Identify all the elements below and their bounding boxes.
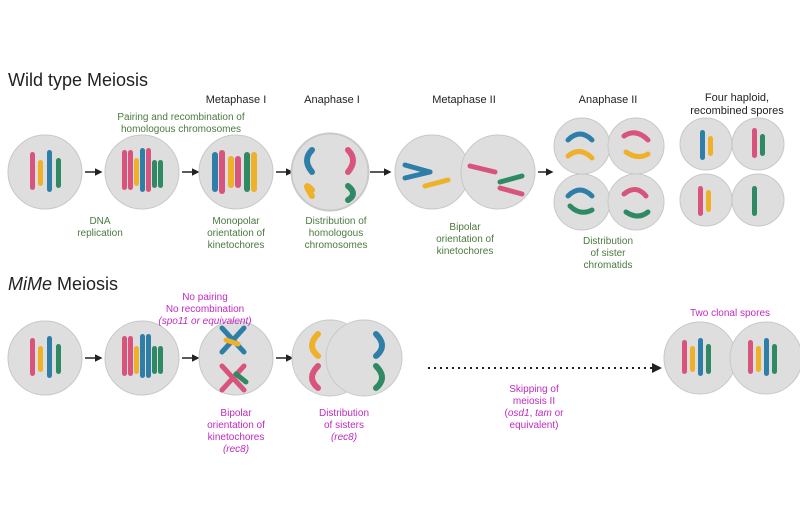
wt-cell-metaphase1 [198, 134, 274, 210]
header-anaphase2: Anaphase II [578, 94, 638, 106]
mime-title-rest: Meiosis [52, 274, 119, 294]
label-no-recombination: No recombination [165, 304, 245, 315]
label-dist-sisters-line2: of sisters [323, 420, 364, 431]
label-two-clonal: Two clonal spores [689, 308, 771, 319]
label-dna-line1: DNA [89, 216, 111, 227]
label-dist-sister-line1: Distribution [582, 236, 634, 247]
label-pairing-line2: homologous chromosomes [120, 124, 242, 135]
label-dist-homologous-line2: homologous [308, 228, 364, 239]
mime-cell-metaphase [198, 320, 274, 396]
header-metaphase2: Metaphase II [432, 94, 496, 106]
label-skipping-genes: (osd1, tam or [504, 408, 564, 419]
label-bipolar-wt-line1: Bipolar [449, 222, 481, 233]
label-skipping-line2: meiosis II [512, 396, 556, 407]
label-pairing: Pairing and recombination of homologous … [96, 112, 266, 136]
mime-cell-anaphase [291, 319, 403, 397]
wt-cell-interphase [7, 134, 83, 210]
label-dist-homologous-line1: Distribution of [305, 216, 367, 227]
label-or: or [551, 408, 564, 419]
wt-cell-pairing [104, 134, 180, 210]
label-monopolar-line1: Monopolar [212, 216, 260, 227]
mime-title: MiMe Meiosis [8, 274, 118, 295]
label-dist-sister-line3: chromatids [583, 260, 633, 271]
label-skipping-line1: Skipping of [509, 384, 559, 395]
label-skipping: Skipping of meiosis II (osd1, tam or equ… [484, 384, 584, 432]
mime-title-italic: MiMe [8, 274, 52, 294]
label-tam: tam [535, 408, 552, 419]
label-distribution-sisters: Distribution of sisters (rec8) [304, 408, 384, 444]
label-dna-replication: DNA replication [65, 216, 135, 240]
label-distribution-sister: Distribution of sister chromatids [568, 236, 648, 272]
wt-cell-metaphase2 [394, 134, 536, 210]
label-dna-line2: replication [77, 228, 123, 239]
label-equivalent: equivalent) [509, 420, 559, 431]
label-bipolar-mime-line1: Bipolar [220, 408, 252, 419]
wild-type-title: Wild type Meiosis [8, 70, 149, 90]
label-dist-homologous-line3: chromosomes [304, 240, 368, 251]
label-bipolar-wt: Bipolar orientation of kinetochores [425, 222, 505, 258]
label-dist-sister-line2: of sister [590, 248, 626, 259]
label-comma: , [529, 408, 536, 419]
header-four-spores: Four haploid, recombined spores [682, 92, 792, 118]
label-distribution-homologous: Distribution of homologous chromosomes [296, 216, 376, 252]
label-bipolar-wt-line2: orientation of [436, 234, 494, 245]
label-osd1: osd1 [507, 408, 530, 419]
label-pairing-line1: Pairing and recombination of [117, 112, 245, 123]
label-monopolar-line2: orientation of [207, 228, 265, 239]
wt-four-spores [679, 117, 785, 227]
label-spo11: (spo11 or equivalent) [158, 316, 252, 327]
header-four-spores-line2: recombined spores [690, 105, 784, 118]
label-rec8-b: (rec8) [330, 432, 358, 443]
label-rec8-a: (rec8) [222, 444, 250, 455]
label-bipolar-mime-line3: kinetochores [207, 432, 265, 443]
header-four-spores-line1: Four haploid, [704, 92, 770, 104]
label-bipolar-mime: Bipolar orientation of kinetochores (rec… [196, 408, 276, 456]
mime-two-spores [663, 321, 800, 395]
mime-cell-replicated [104, 320, 180, 396]
wt-cell-anaphase2 [553, 117, 665, 231]
label-dist-sisters-line1: Distribution [318, 408, 370, 419]
label-no-pairing: No pairing No recombination (spo11 or eq… [140, 292, 270, 328]
label-no-pairing-line1: No pairing [182, 292, 228, 303]
label-monopolar: Monopolar orientation of kinetochores [196, 216, 276, 252]
label-bipolar-wt-line3: kinetochores [436, 246, 494, 257]
header-metaphase1: Metaphase I [205, 94, 267, 106]
label-monopolar-line3: kinetochores [207, 240, 265, 251]
header-anaphase1: Anaphase I [304, 94, 360, 106]
wt-cell-anaphase1 [290, 132, 370, 212]
label-bipolar-mime-line2: orientation of [207, 420, 265, 431]
mime-cell-interphase [7, 320, 83, 396]
